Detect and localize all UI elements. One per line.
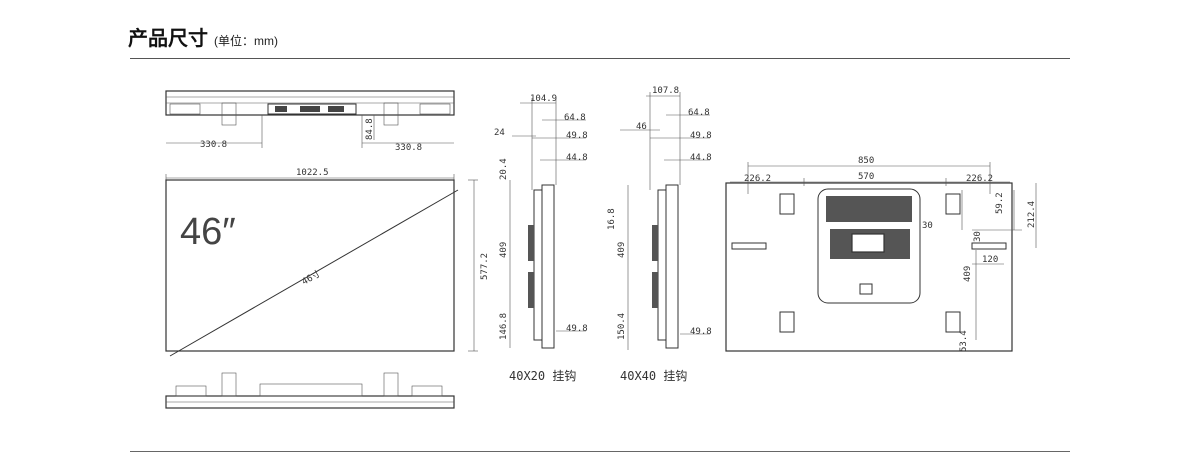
s40-d7: 409 bbox=[617, 242, 627, 258]
s40-d1: 107.8 bbox=[652, 86, 679, 96]
s20-d8: 146.8 bbox=[499, 313, 509, 340]
s40-d2: 64.8 bbox=[688, 108, 710, 118]
back-d59: 59.2 bbox=[995, 192, 1005, 214]
page-title: 产品尺寸 bbox=[128, 28, 208, 50]
s20-d6: 20.4 bbox=[499, 158, 509, 180]
s20-caption: 40X20 挂钩 bbox=[509, 369, 576, 383]
back-mid-dim: 570 bbox=[858, 172, 874, 182]
back-right-dim: 226.2 bbox=[966, 174, 993, 184]
back-d120: 120 bbox=[982, 255, 998, 265]
back-view: 850 570 226.2 226.2 30 30 120 59.2 212.4… bbox=[725, 156, 1037, 352]
top-left-dim: 330.8 bbox=[200, 140, 227, 150]
s40-d9: 49.8 bbox=[690, 327, 712, 337]
s40-d3: 46 bbox=[636, 122, 647, 132]
unit-label: (单位：mm) bbox=[214, 34, 278, 48]
top-divider bbox=[130, 58, 1070, 59]
back-d30b: 30 bbox=[973, 231, 983, 242]
s20-d4: 49.8 bbox=[566, 131, 588, 141]
s40-d6: 16.8 bbox=[607, 208, 617, 230]
s20-d7: 409 bbox=[499, 242, 509, 258]
bottom-view bbox=[165, 372, 455, 409]
back-left-dim: 226.2 bbox=[744, 174, 771, 184]
back-d212: 212.4 bbox=[1027, 201, 1037, 228]
screen-height-dim: 577.2 bbox=[480, 253, 490, 280]
s20-d3: 24 bbox=[494, 128, 505, 138]
back-d53: 53.4 bbox=[959, 330, 969, 352]
top-right-dim: 330.8 bbox=[395, 143, 422, 153]
s40-d5: 44.8 bbox=[690, 153, 712, 163]
top-depth-dim: 84.8 bbox=[365, 118, 375, 140]
s20-d9: 49.8 bbox=[566, 324, 588, 334]
s20-d5: 44.8 bbox=[566, 153, 588, 163]
top-view: 330.8 330.8 84.8 bbox=[165, 90, 455, 153]
s40-d4: 49.8 bbox=[690, 131, 712, 141]
screen-width-dim: 1022.5 bbox=[296, 168, 329, 178]
side-view-40x40: 107.8 64.8 46 49.8 44.8 16.8 409 150.4 4… bbox=[607, 86, 712, 383]
back-d30a: 30 bbox=[922, 221, 933, 231]
section-header: 产品尺寸 (单位：mm) bbox=[128, 22, 278, 51]
side-view-40x20: 104.9 64.8 24 49.8 44.8 20.4 409 146.8 4… bbox=[494, 94, 588, 383]
screen-size-label: 46″ bbox=[180, 211, 236, 253]
bottom-divider bbox=[130, 451, 1070, 452]
s40-caption: 40X40 挂钩 bbox=[620, 369, 687, 383]
s20-d2: 64.8 bbox=[564, 113, 586, 123]
back-d409: 409 bbox=[963, 266, 973, 282]
s20-d1: 104.9 bbox=[530, 94, 557, 104]
front-view: 1022.5 46″ 46寸 577.2 bbox=[165, 168, 490, 357]
s40-d8: 150.4 bbox=[617, 313, 627, 340]
back-overall-dim: 850 bbox=[858, 156, 874, 166]
